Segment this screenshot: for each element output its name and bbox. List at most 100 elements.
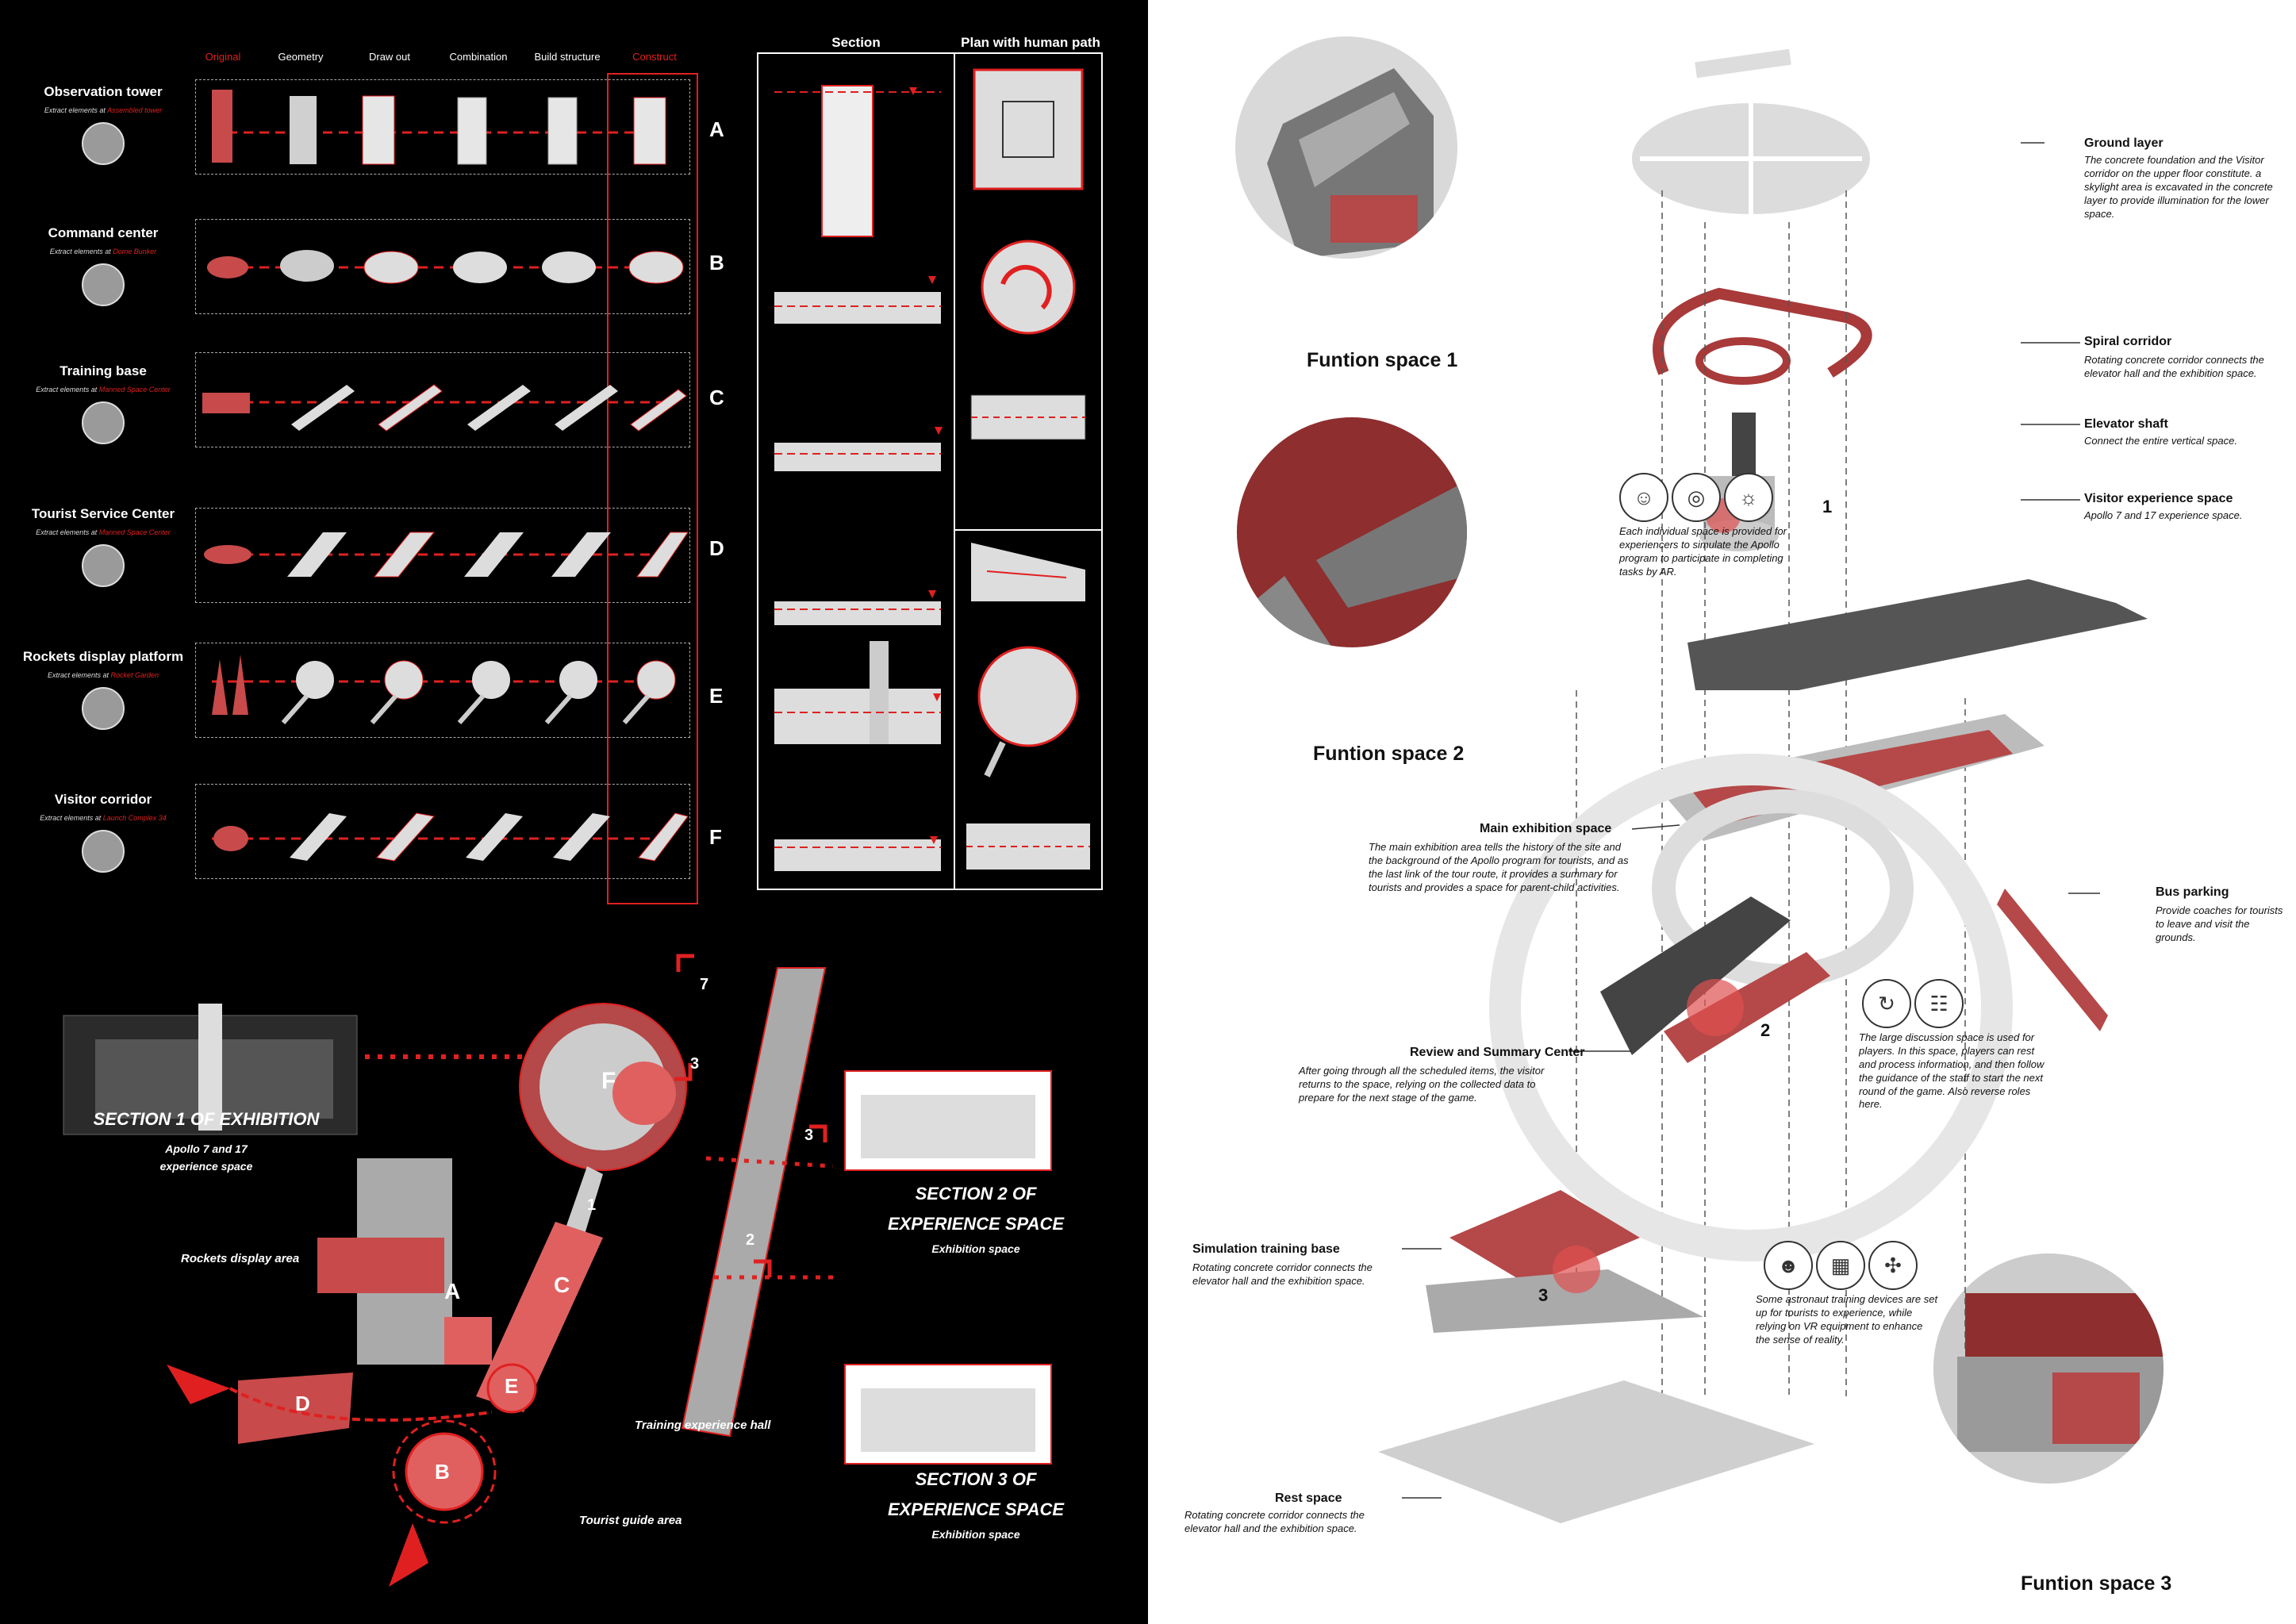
marker-3: 3 [1538,1285,1549,1305]
visitor-experience-title: Visitor experience space [2084,492,2233,505]
row-f-letter: F [709,825,722,849]
row-a-box [195,79,690,175]
network-icon: ✣ [1868,1241,1918,1290]
ar-desc: Each individual space is provided for ex… [1619,525,1787,578]
elevator-shaft-title: Elevator shaft [2084,417,2168,431]
marker-7: 7 [700,976,709,993]
main-exhibition-desc: The main exhibition area tells the histo… [1369,841,1629,893]
exploded-axonometric [1378,48,2148,1523]
zone-f: F [601,1068,616,1094]
monitor-icon: ▦ [1816,1241,1865,1290]
simulation-base-desc: Rotating concrete corridor connects the … [1192,1261,1373,1287]
target-icon: ◎ [1672,473,1721,522]
row-subtitle: Extract elements at Launch Complex 34 [40,814,167,822]
rest-space-title: Rest space [1275,1492,1342,1505]
row-d-letter: D [709,536,724,560]
review-center-desc: After going through all the scheduled it… [1299,1065,1545,1104]
row-photo [82,687,125,730]
construct-column-frame [607,73,698,904]
row-photo [82,544,125,587]
row-title-text: Observation tower [44,84,163,99]
bus-parking-desc: Provide coaches for tourists to leave an… [2156,904,2283,943]
rest-space-desc: Rotating concrete corridor connects the … [1184,1509,1365,1534]
row-f-diagrams [212,812,689,862]
zone-e: E [505,1374,519,1398]
marker-3b: 3 [804,1127,814,1144]
row-a-letter: A [709,117,724,141]
group-icon: ☷ [1914,979,1964,1028]
zone-a: A [444,1279,461,1303]
function-space-3-image [1933,1254,2164,1484]
col-geometry: Geometry [278,51,324,63]
row-d-box [195,508,690,603]
row-e-title: Rockets display platform Extract element… [8,649,198,730]
section2-sub: Exhibition space [931,1242,1020,1255]
spiral-corridor-desc: Rotating concrete corridor connects the … [2084,354,2264,379]
tourist-area-label: Tourist guide area [579,1514,682,1527]
row-b-title: Command center Extract elements at Dome … [8,225,198,306]
row-b-diagrams [207,250,684,284]
function-space-1-title: Funtion space 1 [1307,349,1458,371]
row-photo [82,830,125,873]
row-b-box [195,219,690,314]
vr-headset-icon: ☻ [1764,1241,1813,1290]
marker-2: 2 [746,1231,755,1249]
row-title-text: Visitor corridor [54,792,152,807]
ground-layer-title: Ground layer [2084,136,2164,150]
row-subtitle: Extract elements at Manned Space Center [36,528,171,536]
mind-icon: ☼ [1724,473,1773,522]
row-c-box [195,352,690,447]
row-d-title: Tourist Service Center Extract elements … [8,506,198,587]
function-space-3-title: Funtion space 3 [2021,1572,2172,1595]
row-photo [82,122,125,165]
col-construct: Construct [632,51,677,63]
right-panel: Funtion space 1 Funtion space 2 Funtion … [1148,0,2296,1624]
spiral-corridor-title: Spiral corridor [2084,335,2172,348]
marker-1: 1 [1822,497,1833,516]
discussion-desc: The large discussion space is used for p… [1859,1031,2045,1111]
zone-d: D [295,1392,310,1415]
row-a-title: Observation tower Extract elements at As… [8,84,198,165]
row-photo [82,401,125,444]
elevator-shaft-desc: Connect the entire vertical space. [2084,435,2237,447]
marker-1: 1 [587,1196,597,1214]
section3-sub: Exhibition space [931,1528,1020,1541]
function-space-2-image [1237,417,1467,647]
col-build-structure: Build structure [534,51,601,63]
section-column: Section [757,35,955,890]
plan-header: Plan with human path [961,35,1100,50]
row-subtitle: Extract elements at Dome Bunker [49,248,157,255]
row-c-diagrams [202,384,687,432]
training-hall-label: Training experience hall [635,1419,771,1432]
site-plan [63,954,1052,1587]
row-a-diagrams [212,90,672,165]
row-b-letter: B [709,251,724,275]
row-f-title: Visitor corridor Extract elements at Lau… [8,792,198,873]
function-space-1-image [1235,36,1457,259]
row-e-box [195,643,690,738]
row-subtitle: Extract elements at Assembled tower [44,106,163,114]
row-c-letter: C [709,386,724,409]
zone-c: C [554,1273,570,1297]
review-center-title: Review and Summary Center [1410,1046,1585,1059]
section-header: Section [831,35,881,50]
row-c-title: Training base Extract elements at Manned… [8,363,198,444]
zone-b: B [435,1460,450,1484]
rockets-area-label: Rockets display area [181,1252,300,1265]
plan-path-column: Plan with human path [954,35,1103,890]
col-draw-out: Draw out [368,51,411,63]
main-exhibition-title: Main exhibition space [1480,822,1612,835]
row-subtitle: Extract elements at Rocket Garden [47,671,159,679]
bus-parking-title: Bus parking [2156,885,2229,899]
ar-headset-icon: ☺ [1619,473,1668,522]
plan-path-drawings [955,68,1101,870]
left-panel: Original Geometry Draw out Combination B… [0,0,1148,1624]
section-drawings [774,85,943,871]
row-e-diagrams [212,655,676,724]
row-d-diagrams [204,532,689,578]
col-original: Original [205,51,241,63]
astronaut-devices-desc: Some astronaut training devices are set … [1756,1293,1938,1346]
